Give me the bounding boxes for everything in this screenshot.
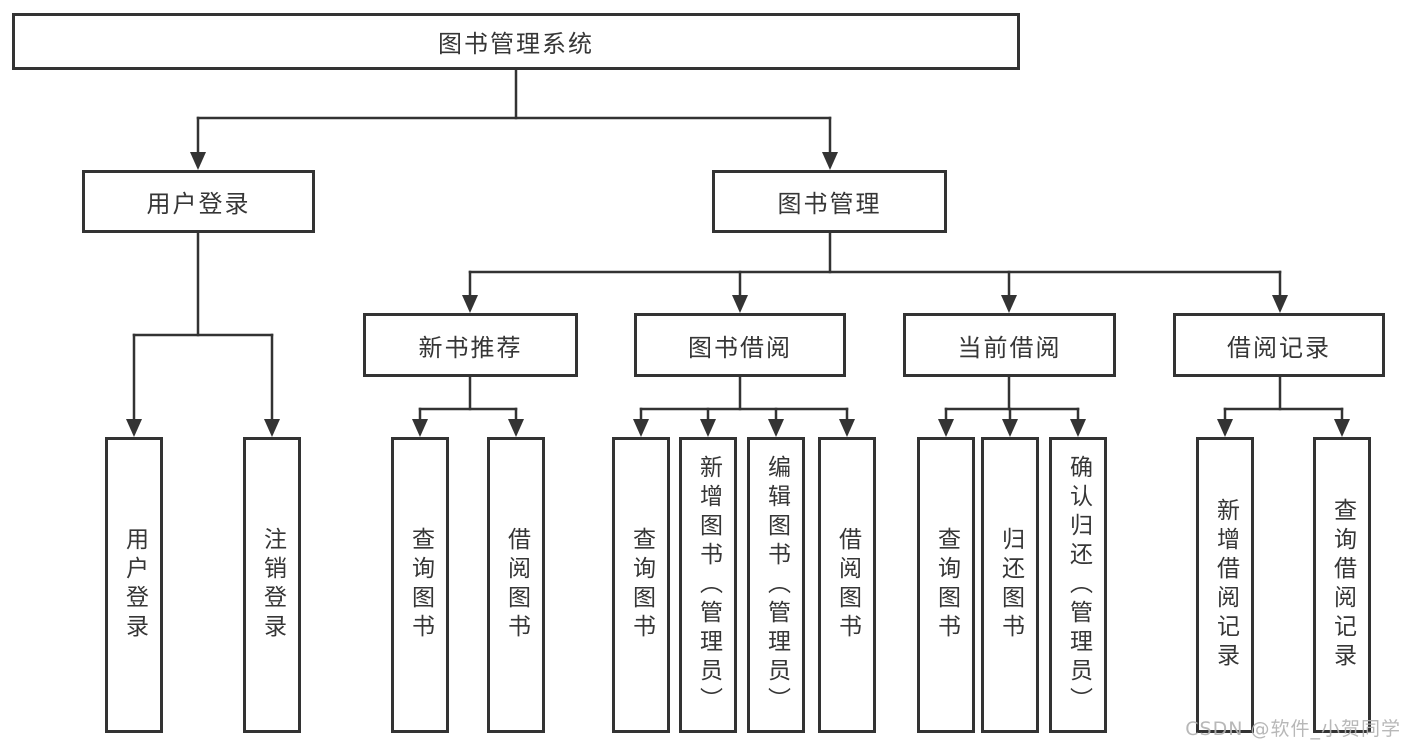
connector-root-to-level2 bbox=[190, 68, 838, 170]
connector-book-mgmt-children bbox=[462, 231, 1288, 313]
leaf-borrow-books: 借阅图书 bbox=[818, 437, 876, 733]
connector-user-login-children bbox=[126, 231, 280, 437]
node-borrow-records: 借阅记录 bbox=[1173, 313, 1385, 377]
connector-book-borrow-children bbox=[633, 375, 855, 437]
node-book-management: 图书管理 bbox=[712, 170, 947, 233]
leaf-edit-books-admin: 编辑图书（管理员） bbox=[747, 437, 805, 733]
leaf-confirm-return-admin: 确认归还（管理员） bbox=[1049, 437, 1107, 733]
leaf-add-books-admin: 新增图书（管理员） bbox=[679, 437, 737, 733]
leaf-query-books-borrow: 查询图书 bbox=[612, 437, 670, 733]
leaf-return-books: 归还图书 bbox=[981, 437, 1039, 733]
leaf-user-login: 用户登录 bbox=[105, 437, 163, 733]
node-root-library-system: 图书管理系统 bbox=[12, 13, 1020, 70]
leaf-query-books-current: 查询图书 bbox=[917, 437, 975, 733]
node-book-borrow: 图书借阅 bbox=[634, 313, 846, 377]
csdn-watermark: CSDN @软件_小贺同学 bbox=[1185, 718, 1401, 740]
connector-borrow-records-children bbox=[1217, 375, 1350, 437]
node-current-borrow: 当前借阅 bbox=[903, 313, 1116, 377]
connector-current-borrow-children bbox=[938, 375, 1086, 437]
leaf-add-borrow-record: 新增借阅记录 bbox=[1196, 437, 1254, 733]
leaf-borrow-books-newrec: 借阅图书 bbox=[487, 437, 545, 733]
node-new-book-recommend: 新书推荐 bbox=[363, 313, 578, 377]
leaf-query-books-newrec: 查询图书 bbox=[391, 437, 449, 733]
node-user-login: 用户登录 bbox=[82, 170, 315, 233]
connector-new-book-children bbox=[412, 375, 524, 437]
leaf-query-borrow-record: 查询借阅记录 bbox=[1313, 437, 1371, 733]
leaf-logout: 注销登录 bbox=[243, 437, 301, 733]
